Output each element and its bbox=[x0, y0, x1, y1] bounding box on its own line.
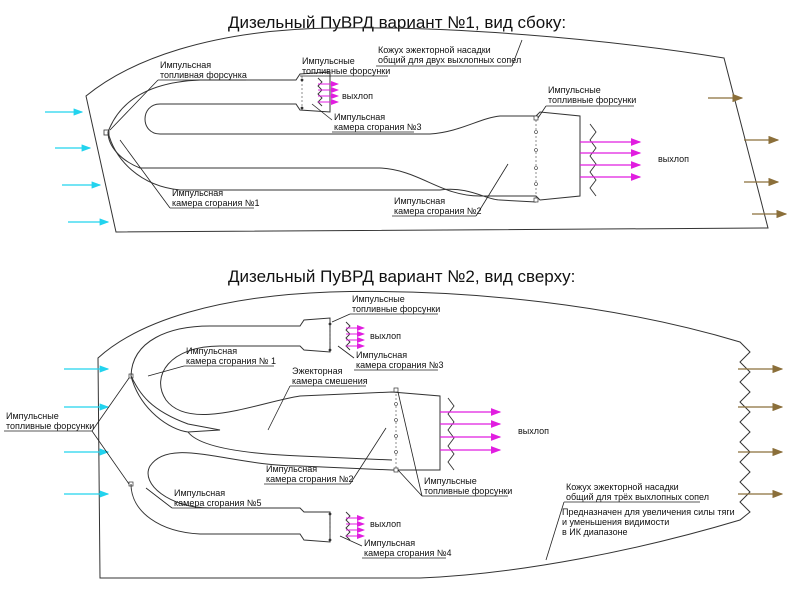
diagram1-nozzle-zigzag bbox=[589, 123, 597, 197]
diagram1-injectors-right bbox=[533, 115, 539, 203]
d2-label-chamber4-2: камера сгорания №4 bbox=[364, 548, 451, 558]
d1-label-chamber1-2: камера сгорания №1 bbox=[172, 198, 259, 208]
d1-label-injector-single-1: Импульсная bbox=[160, 60, 211, 70]
d2-label-chamber2-1: Импульсная bbox=[266, 464, 317, 474]
diagram1-chamber1 bbox=[107, 131, 537, 203]
d1-label-injector-single-2: топливная форсунка bbox=[160, 70, 247, 80]
d2-label-injectors-mid-1: Импульсные bbox=[424, 476, 477, 486]
diagram2-title: Дизельный ПуВРД вариант №2, вид сверху: bbox=[228, 267, 575, 286]
d1-label-chamber1-1: Импульсная bbox=[172, 188, 223, 198]
d2-label-exhaust-bottom: выхлоп bbox=[370, 519, 401, 529]
d1-label-injectors-right-1: Импульсные bbox=[548, 85, 601, 95]
diagram1-exhaust-small-arrows bbox=[318, 81, 339, 105]
d1-label-chamber3-1: Импульсная bbox=[334, 112, 385, 122]
d2-label-chamber5-2: камера сгорания №5 bbox=[174, 498, 261, 508]
d1-label-chamber3-2: камера сгорания №3 bbox=[334, 122, 421, 132]
d2-label-chamber1-1: Импульсная bbox=[186, 346, 237, 356]
d2-label-injectors-left-2: топливные форсунки bbox=[6, 421, 94, 431]
d2-label-exhaust-mid: выхлоп bbox=[518, 426, 549, 436]
d2-label-injectors-top-2: топливные форсунки bbox=[352, 304, 440, 314]
diagram1-exhaust-big-arrows bbox=[580, 138, 642, 181]
diagram2-injectors-top bbox=[328, 320, 351, 352]
d1-label-injectors-top-1: Импульсные bbox=[302, 56, 355, 66]
diagram2-shroud-outline bbox=[97, 290, 751, 579]
diagram2-outflow-arrows bbox=[738, 364, 784, 499]
diagram1-intake-arrows bbox=[45, 108, 110, 226]
diagram2-exhaust-bottom-arrows bbox=[346, 515, 365, 539]
d1-label-chamber2-2: камера сгорания №2 bbox=[394, 206, 481, 216]
d1-label-exhaust-big: выхлоп bbox=[658, 154, 689, 164]
d2-label-chamber5-1: Импульсная bbox=[174, 488, 225, 498]
d2-label-purpose-1: Предназначен для увеличения силы тяги bbox=[562, 507, 735, 517]
d1-label-chamber2-1: Импульсная bbox=[394, 196, 445, 206]
diagram2-intake-arrows bbox=[64, 365, 110, 498]
d2-label-chamber2-2: камера сгорания №2 bbox=[266, 474, 353, 484]
diagram1-shroud-outline bbox=[85, 27, 769, 233]
d2-label-purpose-2: и уменьшения видимости bbox=[562, 517, 669, 527]
d2-label-chamber3-1: Импульсная bbox=[356, 350, 407, 360]
diagram2-exhaust-mid-arrows bbox=[440, 408, 502, 454]
d1-label-injectors-right-2: топливные форсунки bbox=[548, 95, 636, 105]
diagram1-title: Дизельный ПуВРД вариант №1, вид сбоку: bbox=[228, 13, 566, 32]
d2-label-mixing-1: Эжекторная bbox=[292, 366, 343, 376]
diagram2-mixing-chamber bbox=[187, 431, 393, 461]
d1-label-exhaust-small: выхлоп bbox=[342, 91, 373, 101]
d2-label-purpose-3: в ИК диапазоне bbox=[562, 527, 628, 537]
diagram2-exhaust-top-arrows bbox=[346, 325, 365, 349]
d2-label-shroud-2: общий для трёх выхлопных сопел bbox=[566, 492, 709, 502]
d2-label-exhaust-top: выхлоп bbox=[370, 331, 401, 341]
diagram2-injectors-mid bbox=[393, 387, 399, 473]
d2-label-chamber4-1: Импульсная bbox=[364, 538, 415, 548]
diagram2-nozzle-zigzag bbox=[447, 397, 455, 471]
d2-label-injectors-top-1: Импульсные bbox=[352, 294, 405, 304]
d2-label-shroud-1: Кожух эжекторной насадки bbox=[566, 482, 679, 492]
d1-label-injectors-top-2: топливные форсунки bbox=[302, 66, 390, 76]
diagram1-outflow-arrows bbox=[708, 93, 788, 219]
d2-label-chamber1-2: камера сгорания № 1 bbox=[186, 356, 276, 366]
d2-label-injectors-mid-2: топливные форсунки bbox=[424, 486, 512, 496]
d2-label-mixing-2: камера смешения bbox=[292, 376, 368, 386]
d1-label-shroud-2: общий для двух выхлопных сопел bbox=[378, 55, 521, 65]
diagram1-injector-single bbox=[103, 129, 110, 136]
d1-label-shroud-1: Кожух эжекторной насадки bbox=[378, 45, 491, 55]
diagram2-injectors-bottom bbox=[328, 511, 351, 542]
diagram1-injectors-top bbox=[300, 76, 323, 110]
diagram2-chamber1 bbox=[130, 375, 221, 433]
d2-label-chamber3-2: камера сгорания №3 bbox=[356, 360, 443, 370]
d2-label-injectors-left-1: Импульсные bbox=[6, 411, 59, 421]
